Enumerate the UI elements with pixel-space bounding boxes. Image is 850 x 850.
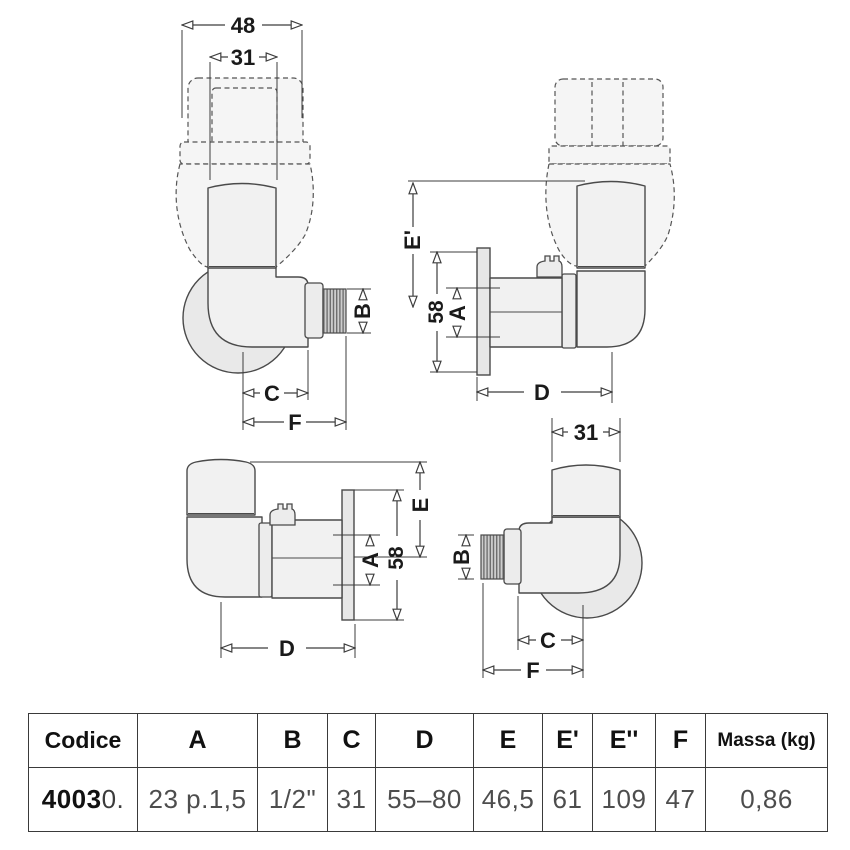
dim-label-b: B (350, 303, 375, 319)
code-prefix: 4003 (41, 784, 102, 814)
cell-codice: 40030. (28, 767, 138, 832)
col-header-e-prime: E' (542, 713, 593, 768)
col-header-d: D (375, 713, 474, 768)
valve-elbow-body (576, 270, 646, 348)
col-header-f: F (655, 713, 706, 768)
valve-elbow-body (207, 265, 309, 348)
dim-label-d: D (279, 636, 295, 661)
cell-massa: 0,86 (705, 767, 828, 832)
cell-e-second: 109 (592, 767, 656, 832)
dim-label-f: F (288, 410, 301, 435)
code-suffix: 0. (101, 784, 125, 814)
handwheel-outline (554, 78, 664, 147)
valve-elbow-body (518, 516, 621, 594)
dim-label-48: 48 (231, 13, 255, 38)
cell-e: 46,5 (473, 767, 543, 832)
cell-f: 47 (655, 767, 706, 832)
wall-plate (341, 489, 355, 621)
dim-label-a: A (445, 305, 470, 321)
view-side-plate-right: E 58 A D (186, 458, 433, 661)
valve-drawing-canvas: 48 31 B C F (175, 13, 675, 683)
col-header-e: E (473, 713, 543, 768)
dim-label-31: 31 (231, 45, 255, 70)
dim-label-e-prime: E' (400, 230, 425, 250)
male-thread (480, 534, 505, 580)
col-header-a: A (137, 713, 258, 768)
dim-label-a: A (358, 552, 383, 568)
cell-c: 31 (327, 767, 376, 832)
dim-label-58: 58 (425, 300, 448, 324)
spec-table: Codice A B C D E E' E'' F Massa (kg) 400… (28, 713, 828, 832)
cell-e-prime: 61 (542, 767, 593, 832)
spec-table-data-row: 40030. 23 p.1,5 1/2" 31 55–80 46,5 61 10… (28, 767, 828, 832)
valve-cylinder (207, 182, 277, 269)
wall-plate (476, 247, 491, 376)
dim-label-b: B (449, 549, 474, 565)
view-front-thread-left: 31 B C F (449, 418, 643, 683)
valve-cylinder (576, 180, 646, 269)
col-header-c: C (327, 713, 376, 768)
cell-b: 1/2" (257, 767, 328, 832)
union-nut (561, 273, 577, 349)
dim-label-31: 31 (574, 420, 598, 445)
view-front-thread-right: 48 31 B C F (175, 13, 375, 435)
dim-label-c: C (540, 628, 556, 653)
bleed-screw (536, 255, 563, 278)
bleed-screw (269, 503, 296, 526)
thread-collar (304, 282, 324, 339)
male-thread (322, 288, 347, 334)
dim-label-58: 58 (385, 546, 408, 570)
thread-collar (503, 528, 522, 585)
col-header-massa: Massa (kg) (705, 713, 828, 768)
dim-label-c: C (264, 381, 280, 406)
valve-cylinder (551, 464, 621, 518)
dim-label-f: F (526, 658, 539, 683)
valve-elbow-body (186, 516, 263, 598)
tail-piece (271, 519, 343, 599)
cell-d: 55–80 (375, 767, 474, 832)
col-header-codice: Codice (28, 713, 138, 768)
dim-label-e: E (408, 498, 433, 513)
union-nut (258, 522, 273, 598)
dim-label-d: D (534, 380, 550, 405)
col-header-e-second: E'' (592, 713, 656, 768)
col-header-b: B (257, 713, 328, 768)
view-side-plate-left: E' 58 A D (400, 78, 675, 405)
spec-table-header-row: Codice A B C D E E' E'' F Massa (kg) (28, 713, 828, 768)
cell-a: 23 p.1,5 (137, 767, 258, 832)
protection-cap (186, 458, 256, 516)
